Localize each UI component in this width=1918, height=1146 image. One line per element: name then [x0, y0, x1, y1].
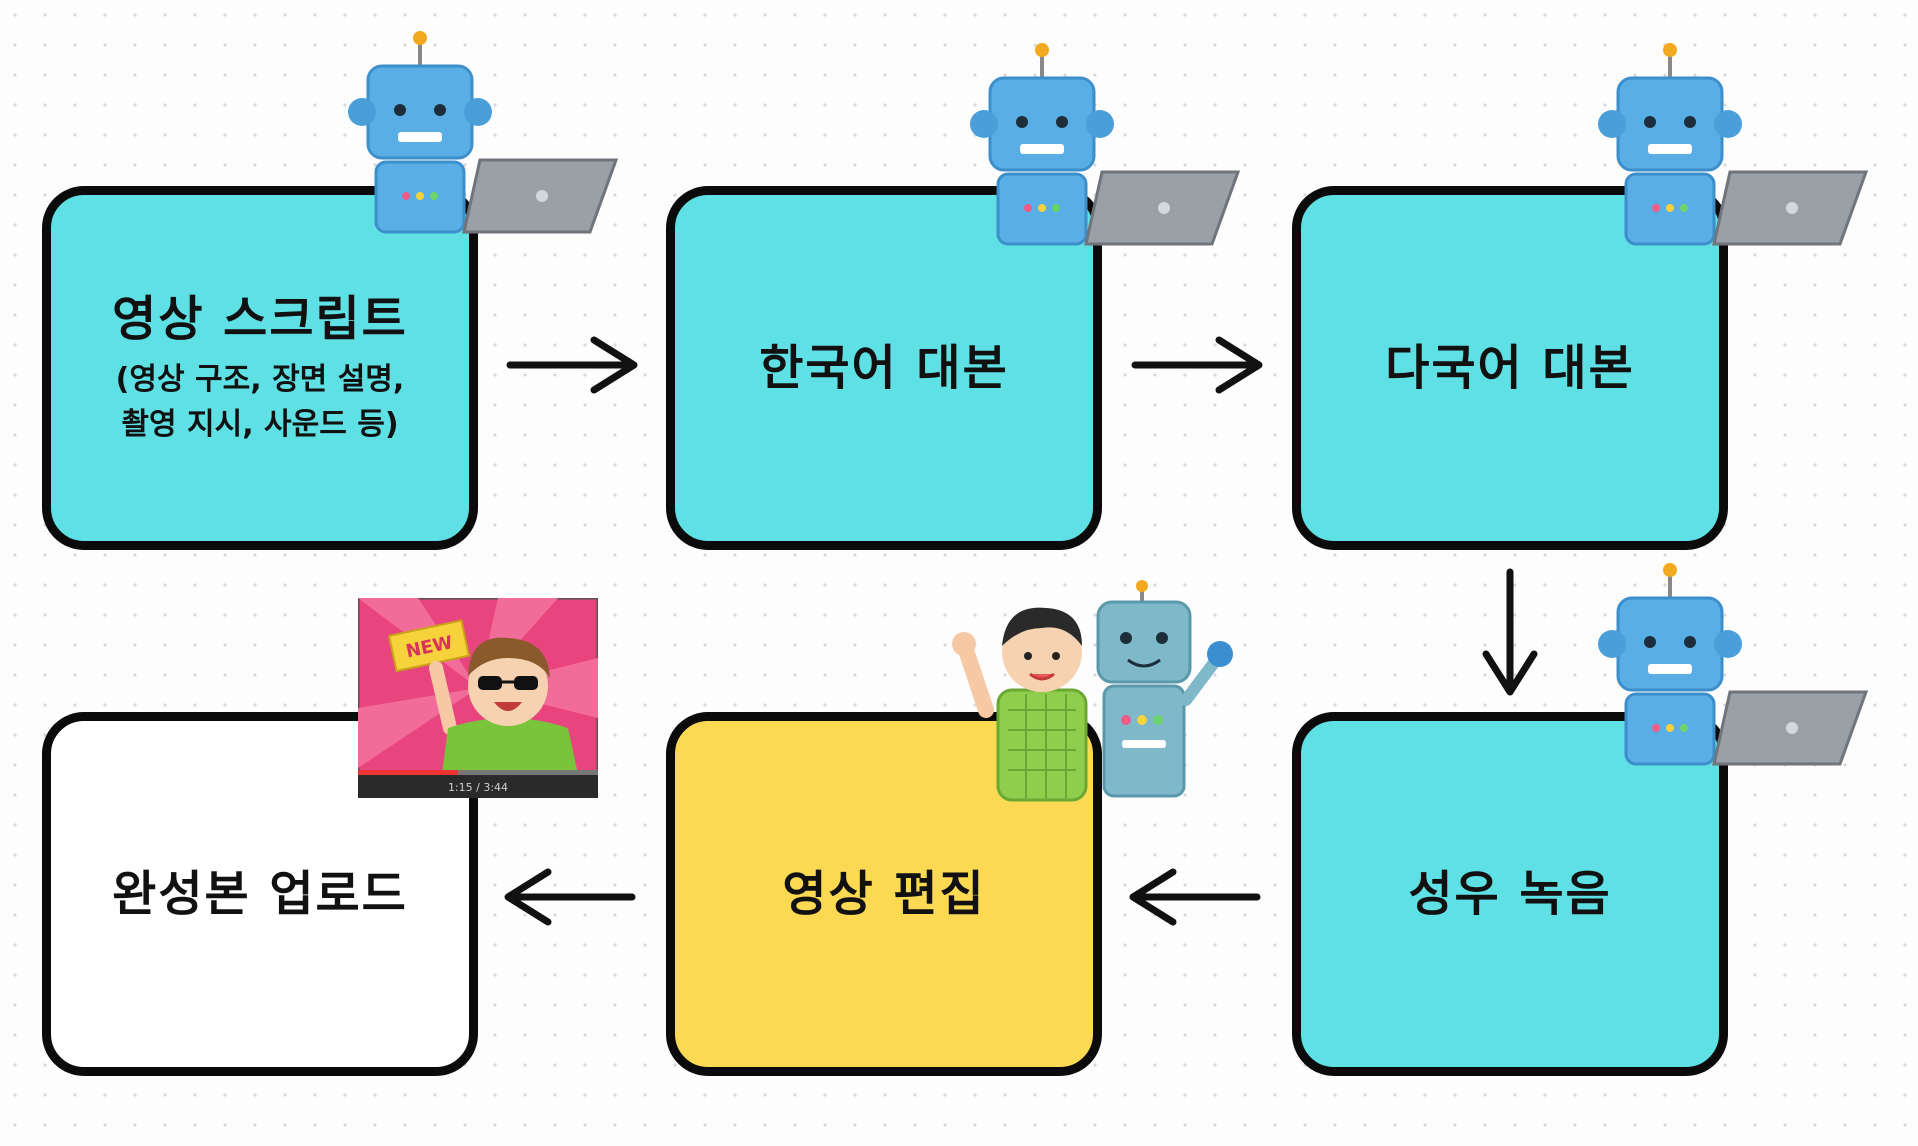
step-video-script: 영상 스크립트 (영상 구조, 장면 설명, 촬영 지시, 사운드 등) — [42, 186, 478, 550]
boy-and-robot-icon — [952, 580, 1233, 802]
thumbnail-time: 1:15 / 3:44 — [448, 781, 508, 794]
step-title: 성우 녹음 — [1408, 866, 1612, 922]
step-title: 영상 편집 — [782, 866, 986, 922]
arrow-left-icon — [1129, 868, 1261, 926]
step-title: 영상 스크립트 — [112, 291, 408, 347]
step-subtitle-line2: 촬영 지시, 사운드 등) — [121, 407, 399, 442]
video-thumbnail-icon: NEW 1:15 / 3:44 — [358, 598, 598, 798]
arrow-right-icon — [1131, 336, 1263, 394]
step-title: 한국어 대본 — [759, 340, 1009, 396]
step-multilingual-script: 다국어 대본 — [1292, 186, 1728, 550]
step-title: 다국어 대본 — [1385, 340, 1635, 396]
step-voice-recording: 성우 녹음 — [1292, 712, 1728, 1076]
step-korean-script: 한국어 대본 — [666, 186, 1102, 550]
step-title: 완성본 업로드 — [112, 866, 408, 922]
arrow-left-icon — [504, 868, 636, 926]
robot-with-laptop-icon — [970, 43, 1241, 246]
step-subtitle-line1: (영상 구조, 장면 설명, — [115, 362, 405, 397]
arrow-right-icon — [506, 336, 638, 394]
robot-with-laptop-icon — [1598, 563, 1869, 766]
robot-with-laptop-icon — [1598, 43, 1869, 246]
robot-with-laptop-icon — [348, 31, 619, 234]
arrow-down-icon — [1482, 568, 1538, 696]
